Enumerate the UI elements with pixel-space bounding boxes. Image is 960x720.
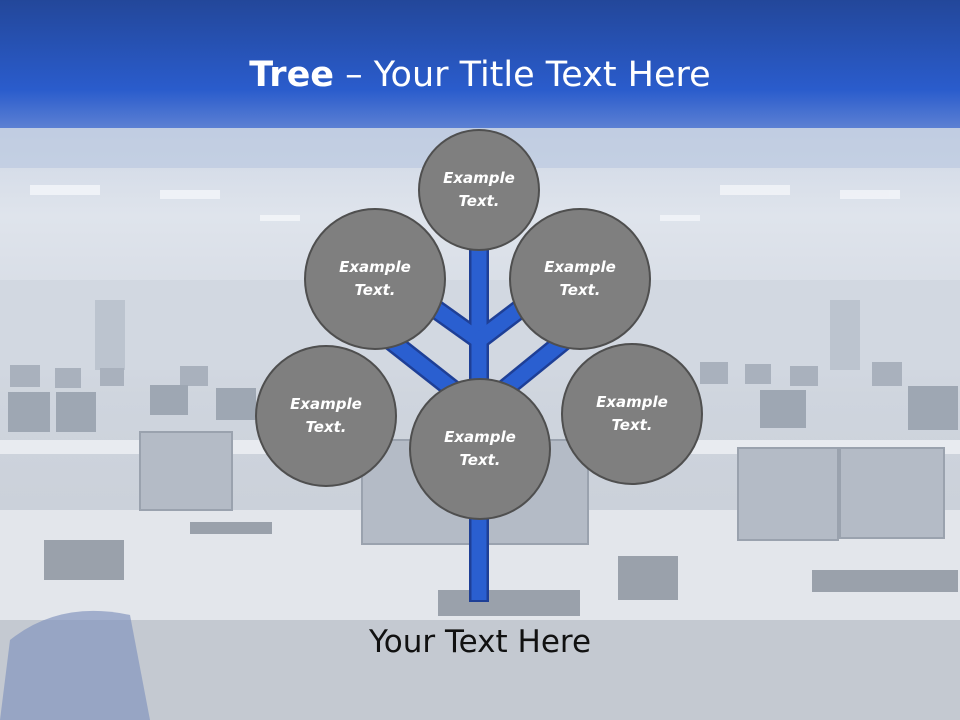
- tree-node-center: Example Text.: [409, 378, 551, 520]
- tree-node-lower-right: Example Text.: [561, 343, 703, 485]
- tree-node-lower-left: Example Text.: [255, 345, 397, 487]
- title-bold: Tree: [249, 55, 335, 95]
- tree-node-top: Example Text.: [418, 129, 540, 251]
- tree-node-upper-left: Example Text.: [304, 208, 446, 350]
- slide-caption: Your Text Here: [368, 624, 592, 660]
- tree-node-upper-right: Example Text.: [509, 208, 651, 350]
- title-rest: – Your Title Text Here: [334, 55, 711, 95]
- slide-title: Tree – Your Title Text Here: [0, 52, 960, 98]
